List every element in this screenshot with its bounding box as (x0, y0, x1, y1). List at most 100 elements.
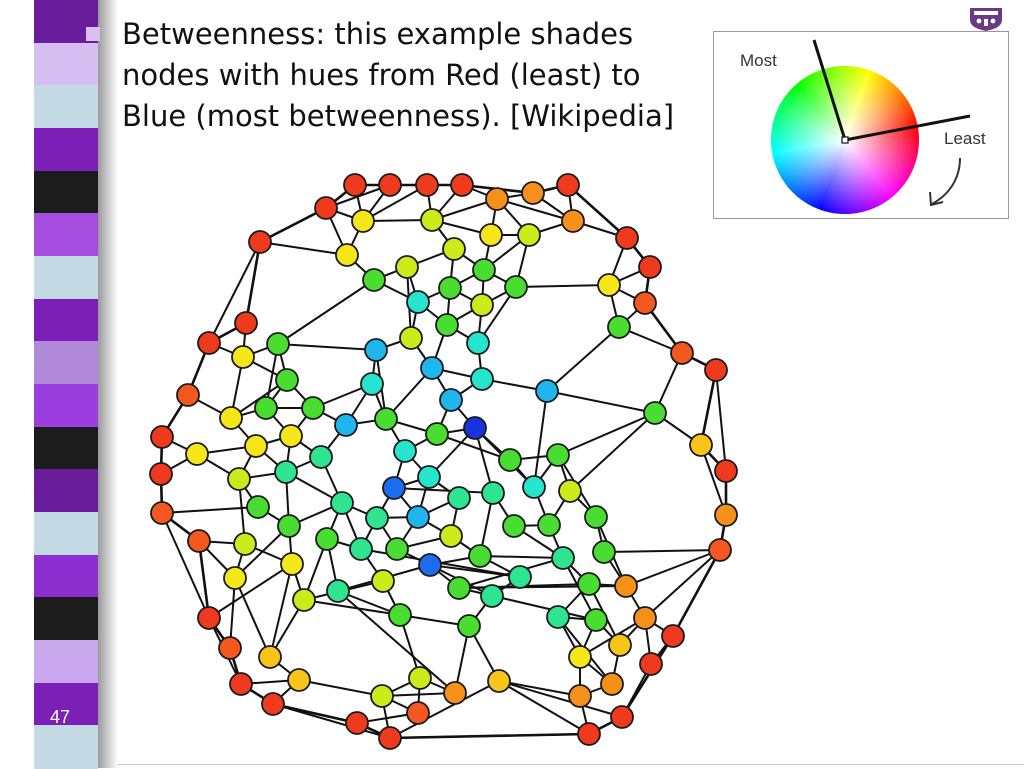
graph-node (643, 401, 667, 425)
graph-edge (381, 692, 456, 697)
graph-edge (569, 412, 656, 492)
graph-node (388, 603, 412, 627)
graph-node (597, 273, 621, 297)
graph-node (315, 527, 339, 551)
graph-node (447, 576, 471, 600)
sidebar-stripe (34, 640, 98, 684)
sidebar-stripe (34, 384, 98, 428)
graph-node (382, 476, 406, 500)
graph-node (185, 442, 209, 466)
graph-node (248, 230, 272, 254)
sidebar-stripe (34, 170, 98, 215)
graph-node (274, 460, 298, 484)
graph-node (309, 445, 333, 469)
graph-node (439, 388, 463, 412)
graph-node (498, 448, 522, 472)
graph-edge (303, 599, 401, 616)
graph-node (633, 606, 657, 630)
graph-node (537, 513, 561, 537)
graph-node (399, 326, 423, 350)
graph-node (485, 187, 509, 211)
graph-node (197, 331, 221, 355)
graph-edge (298, 679, 383, 697)
title-bullet (86, 27, 100, 41)
slide-number: 47 (50, 707, 71, 727)
graph-node (568, 645, 592, 669)
graph-edge (277, 343, 377, 351)
graph-node (292, 588, 316, 612)
graph-node (150, 501, 174, 525)
graph-edge (272, 703, 391, 739)
graph-node (187, 529, 211, 553)
graph-edge (389, 680, 500, 739)
sidebar-stripe (34, 128, 98, 172)
graph-node (326, 579, 350, 603)
graph-node (364, 338, 388, 362)
graph-node (301, 396, 325, 420)
graph-node (408, 666, 432, 690)
graph-node (287, 668, 311, 692)
graph-edge (603, 549, 721, 553)
graph-edge (161, 506, 259, 514)
graph-node (479, 223, 503, 247)
graph-edge (208, 563, 293, 619)
graph-node (406, 701, 430, 725)
graph-edge (436, 433, 511, 461)
graph-edge (259, 241, 348, 256)
graph-edge (198, 540, 210, 619)
betweenness-color-legend: Most Least (713, 31, 1009, 219)
graph-node (468, 544, 492, 568)
sidebar-stripe (34, 256, 98, 300)
least-pointer (844, 114, 971, 142)
graph-node (551, 546, 575, 570)
graph-node (600, 672, 624, 696)
graph-node (197, 606, 221, 630)
graph-node (334, 413, 358, 437)
sidebar-stripe (34, 298, 98, 343)
graph-node (546, 605, 570, 629)
graph-node (227, 467, 251, 491)
graph-edge (429, 564, 521, 578)
sidebar-stripe (34, 682, 98, 727)
graph-node (521, 181, 545, 205)
graph-node (314, 196, 338, 220)
graph-edge (700, 369, 717, 446)
graph-node (442, 237, 466, 261)
sidebar-shadow (98, 0, 118, 768)
graph-node (420, 356, 444, 380)
graph-node (584, 608, 608, 632)
graph-edge (245, 241, 261, 324)
graph-edge (672, 549, 721, 637)
graph-node (218, 636, 242, 660)
sidebar-stripe (34, 213, 98, 257)
graph-node (374, 407, 398, 431)
graph-node (633, 291, 657, 315)
graph-edge (234, 525, 290, 579)
graph-node (607, 315, 631, 339)
graph-edge (393, 487, 494, 494)
graph-node (463, 416, 487, 440)
graph-node (244, 434, 268, 458)
sidebar-stripe (34, 426, 98, 471)
most-pointer (812, 39, 847, 141)
graph-node (450, 173, 474, 197)
graph-node (406, 505, 430, 529)
graph-node (438, 276, 462, 300)
legend-least-label: Least (944, 129, 986, 148)
graph-node (266, 332, 290, 356)
graph-edge (389, 733, 590, 739)
clockwise-arrowhead-icon (929, 191, 944, 207)
graph-node (362, 268, 386, 292)
color-wheel-legend: Most Least (740, 39, 986, 215)
graph-edge (644, 549, 721, 619)
graph-node (365, 506, 389, 530)
graph-edge (546, 326, 620, 392)
graph-node (425, 422, 449, 446)
sidebar-stripes (34, 0, 98, 769)
graph-node (466, 331, 490, 355)
graph-node (150, 425, 174, 449)
graph-node (417, 465, 441, 489)
graph-node (508, 565, 532, 589)
graph-edge (715, 369, 727, 472)
